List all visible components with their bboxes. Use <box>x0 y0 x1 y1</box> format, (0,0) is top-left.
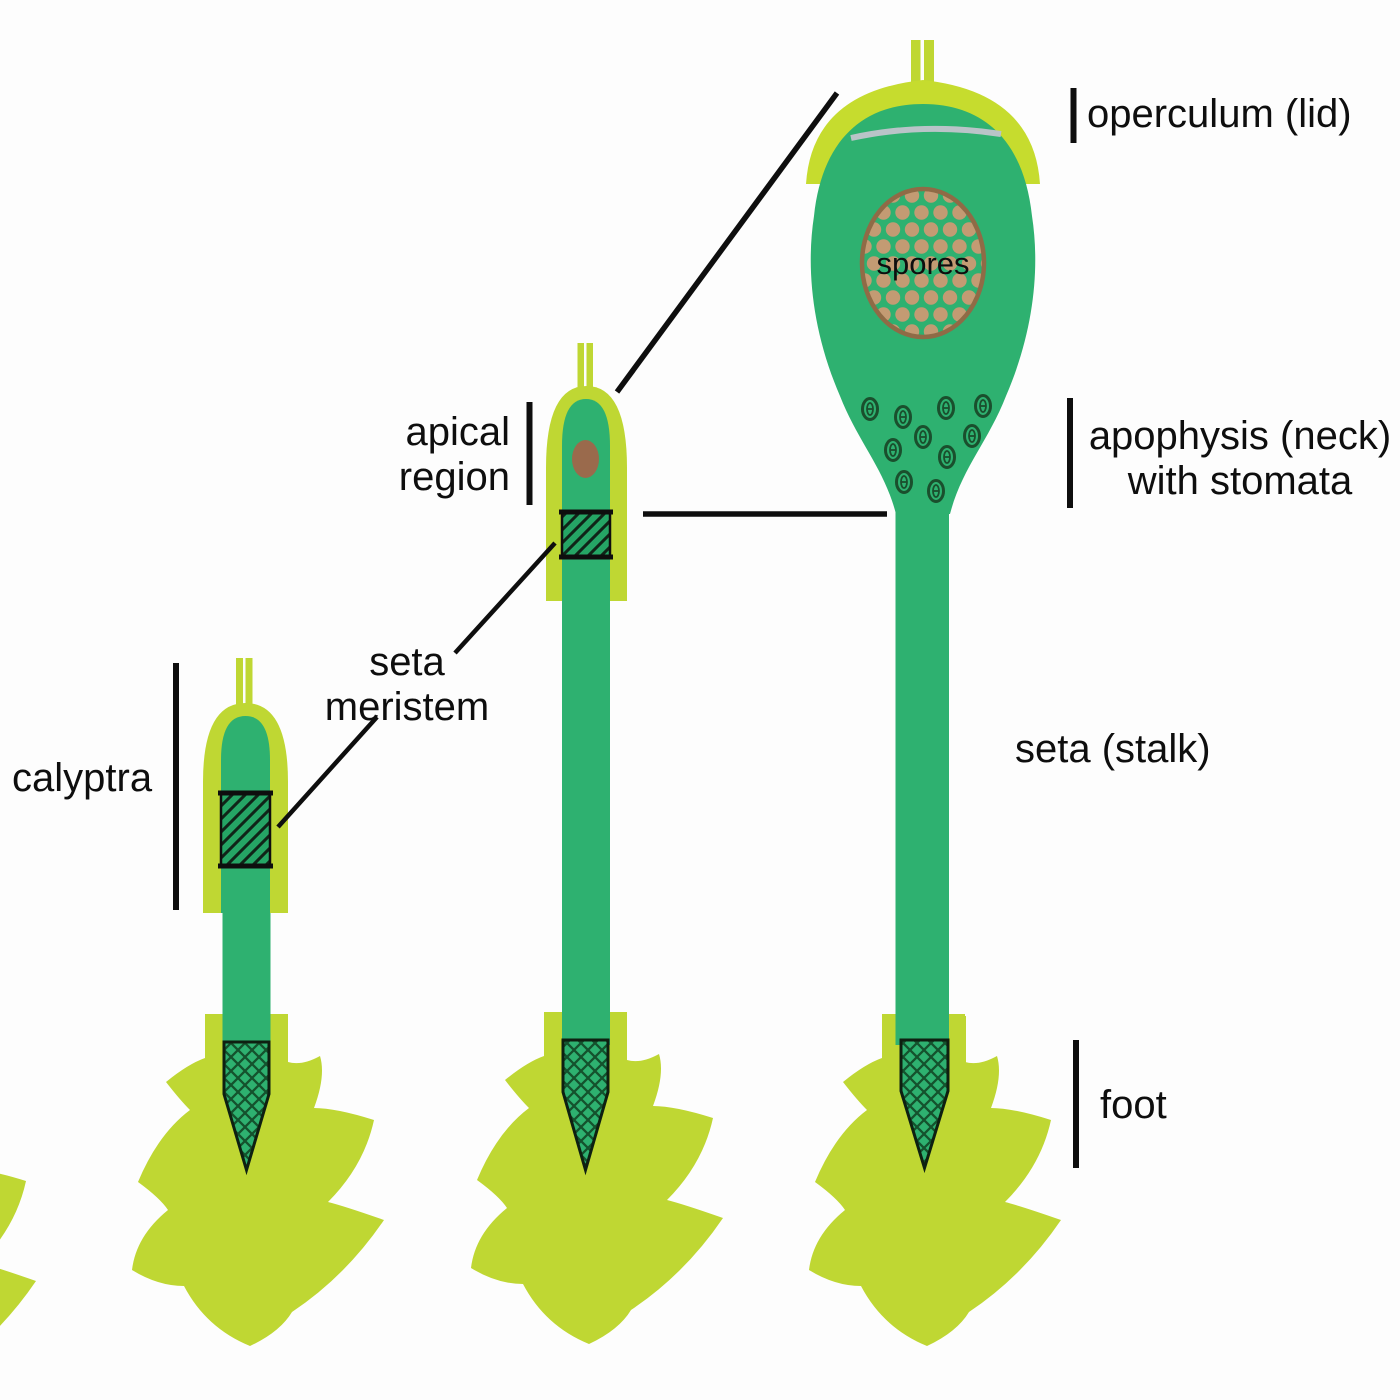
calyptra-tip-right <box>586 343 593 390</box>
stoma-icon <box>938 445 956 469</box>
spores-label: spores <box>876 246 970 281</box>
seta-stage3 <box>895 505 949 1045</box>
stoma-icon <box>894 405 912 429</box>
stoma-icon <box>895 470 913 494</box>
apophysis-label-line2: with stomata <box>1127 459 1353 503</box>
sporophyte-stage3 <box>806 40 1040 1174</box>
seta-meristem-stage2 <box>560 510 612 559</box>
apical-tissue-stage2 <box>562 399 610 601</box>
stoma-icon <box>927 479 945 503</box>
seta-meristem-label-line2: meristem <box>324 685 490 729</box>
stomata-group <box>861 394 992 503</box>
leader-seta-meristem-stage2 <box>453 541 557 655</box>
apophysis-label-line1: apophysis (neck) <box>1088 414 1392 458</box>
foot-stage2 <box>561 1038 610 1176</box>
calyptra-tip-right <box>245 658 253 708</box>
seta-meristem-label-line1: seta <box>369 640 445 684</box>
apical-region-label: apical region <box>300 410 510 500</box>
apical-region-label-line1: apical <box>405 410 510 454</box>
apical-cell-spot <box>572 440 599 478</box>
stoma-icon <box>861 397 879 421</box>
leader-seta-meristem-stage1 <box>276 715 379 829</box>
operculum-label: operculum (lid) <box>1087 92 1352 136</box>
stoma-icon <box>963 424 981 448</box>
stoma-icon <box>914 425 932 449</box>
rosette-partial-left <box>0 1075 36 1400</box>
sporophyte-stage1 <box>203 658 288 1176</box>
apophysis-label: apophysis (neck) with stomata <box>1080 414 1400 504</box>
seta-stage2 <box>562 555 610 1045</box>
foot-stage3 <box>899 1038 950 1174</box>
spore-sac <box>859 186 987 340</box>
foot-label: foot <box>1100 1083 1167 1127</box>
stoma-icon <box>937 396 955 420</box>
stoma-icon <box>974 394 992 418</box>
seta-meristem-stage1 <box>219 791 272 868</box>
capsule-beak-groove <box>920 40 924 88</box>
seta-meristem-label: seta meristem <box>300 640 514 730</box>
calyptra-label: calyptra <box>12 756 153 800</box>
annotation-lines <box>173 88 1079 1168</box>
sporophyte-stage2 <box>546 343 627 1176</box>
operculum-rim-line <box>850 125 1002 141</box>
leader-apical-to-capsule <box>614 91 840 394</box>
calyptra-tip-left <box>236 658 243 708</box>
seta-stalk-label: seta (stalk) <box>1015 727 1211 771</box>
foot-stage1 <box>222 1040 271 1176</box>
apical-region-label-line2: region <box>398 455 510 499</box>
stoma-icon <box>884 438 902 462</box>
calyptra-tip-left <box>577 343 584 390</box>
